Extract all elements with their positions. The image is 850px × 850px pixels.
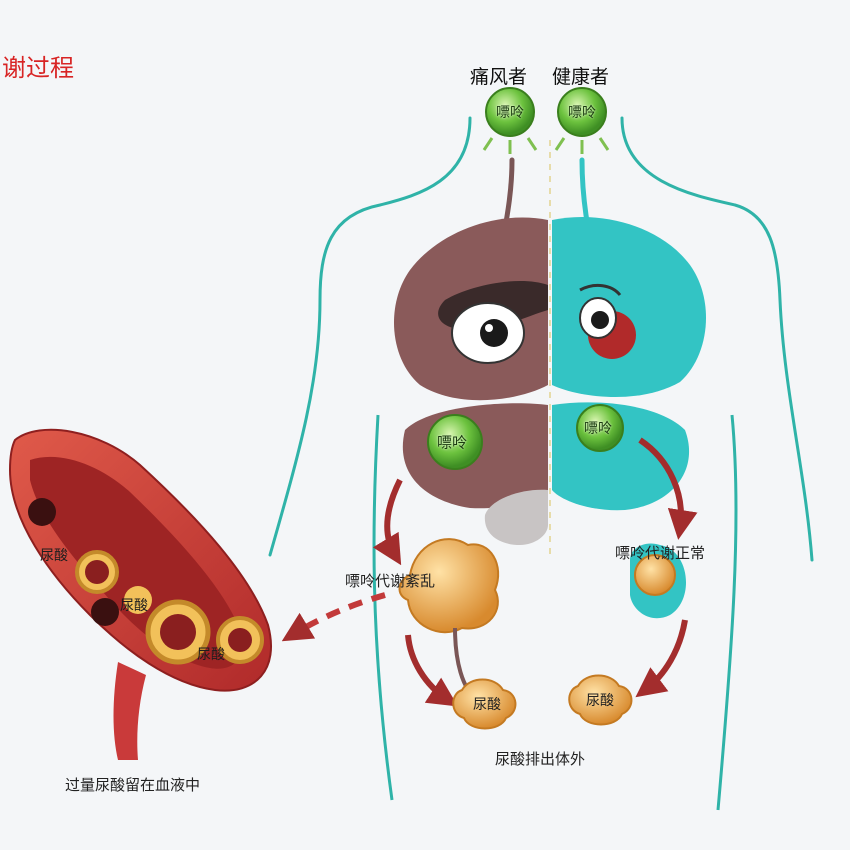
uric-acid-label-vessel-2: 尿酸 [120, 598, 148, 614]
purine-top-gout [485, 87, 535, 137]
arrow-to-vessel [281, 592, 386, 642]
vessel-cell-2-core [85, 560, 109, 584]
gout-stomach [484, 489, 548, 545]
healthy-eye-pupil [591, 311, 609, 329]
purine-gout-liver [427, 414, 483, 470]
arrow-healthy-to-uric [635, 619, 688, 698]
vessel-cell-6 [124, 586, 152, 614]
vessel-branch [113, 662, 146, 760]
healthy-crystal [634, 554, 676, 596]
uric-acid-label-vessel-1: 尿酸 [40, 548, 68, 564]
purine-top-gout-feet [482, 137, 538, 154]
vessel-cell-5-core [228, 628, 252, 652]
arrow-healthy-liver-down [638, 437, 698, 540]
torso-outline-right [716, 414, 738, 811]
purine-top-healthy-feet [554, 137, 610, 154]
caption-metabolism-disordered: 嘌呤代谢紊乱 [345, 572, 436, 590]
healthy-lung [552, 217, 707, 398]
uric-crystal-gout [452, 678, 517, 730]
arrow-gout-liver-down [372, 478, 403, 566]
uric-crystal-healthy [568, 674, 633, 726]
torso-outline-left [372, 414, 394, 801]
gout-eye-pupil [480, 319, 508, 347]
uric-acid-label-gout: 尿酸 [473, 697, 501, 713]
vessel-cell-4-core [160, 614, 196, 650]
vessel-cell-1 [28, 498, 56, 526]
page-title-fragment: 谢过程 [2, 54, 74, 82]
uric-acid-label-healthy: 尿酸 [586, 693, 614, 709]
arrow-gout-to-uric [405, 634, 459, 707]
caption-metabolism-normal: 嘌呤代谢正常 [615, 544, 706, 562]
gout-eye-shine [485, 324, 493, 332]
purine-top-healthy [557, 87, 607, 137]
body-outline-left [268, 116, 472, 557]
caption-excreted: 尿酸排出体外 [495, 750, 586, 768]
purine-label-top-healthy: 嘌呤 [568, 105, 596, 121]
caption-retained-in-blood: 过量尿酸留在血液中 [65, 776, 201, 794]
body-outline-right [620, 116, 814, 562]
purine-healthy-liver [576, 404, 624, 452]
purine-label-healthy-liver: 嘌呤 [584, 421, 612, 437]
crystal-cluster [398, 538, 500, 634]
purine-label-gout-liver: 嘌呤 [436, 433, 468, 452]
vessel-cell-3 [91, 598, 119, 626]
column-label-gout: 痛风者 [470, 66, 528, 88]
healthy-eyebrow [579, 283, 622, 297]
purine-label-top-gout: 嘌呤 [496, 105, 524, 121]
column-label-healthy: 健康者 [552, 66, 610, 88]
uric-acid-label-vessel-3: 尿酸 [197, 647, 225, 663]
